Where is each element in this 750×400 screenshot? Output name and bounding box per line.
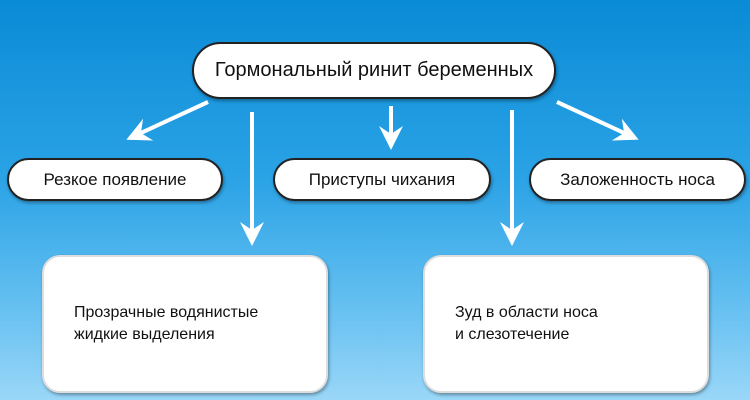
main-topic-node: Гормональный ринит беременных [192,42,556,99]
arrow-to-congestion [556,100,639,141]
symptom-node-discharge: Прозрачные водянистые жидкие выделения [42,255,328,393]
symptom-label: Зуд в области носа и слезотечение [455,304,598,343]
symptom-node-sneezing: Приступы чихания [273,158,491,201]
symptom-label: Резкое появление [43,169,187,189]
symptom-label: Приступы чихания [308,169,456,189]
main-topic-label: Гормональный ринит беременных [214,59,534,81]
symptom-node-congestion: Заложенность носа [529,158,746,201]
symptom-node-itching: Зуд в области носа и слезотечение [423,255,709,393]
symptom-node-sudden-onset: Резкое появление [7,158,223,201]
symptom-label: Заложенность носа [560,169,715,189]
symptom-label: Прозрачные водянистые жидкие выделения [74,304,259,343]
arrow-to-sudden-onset [126,100,209,141]
